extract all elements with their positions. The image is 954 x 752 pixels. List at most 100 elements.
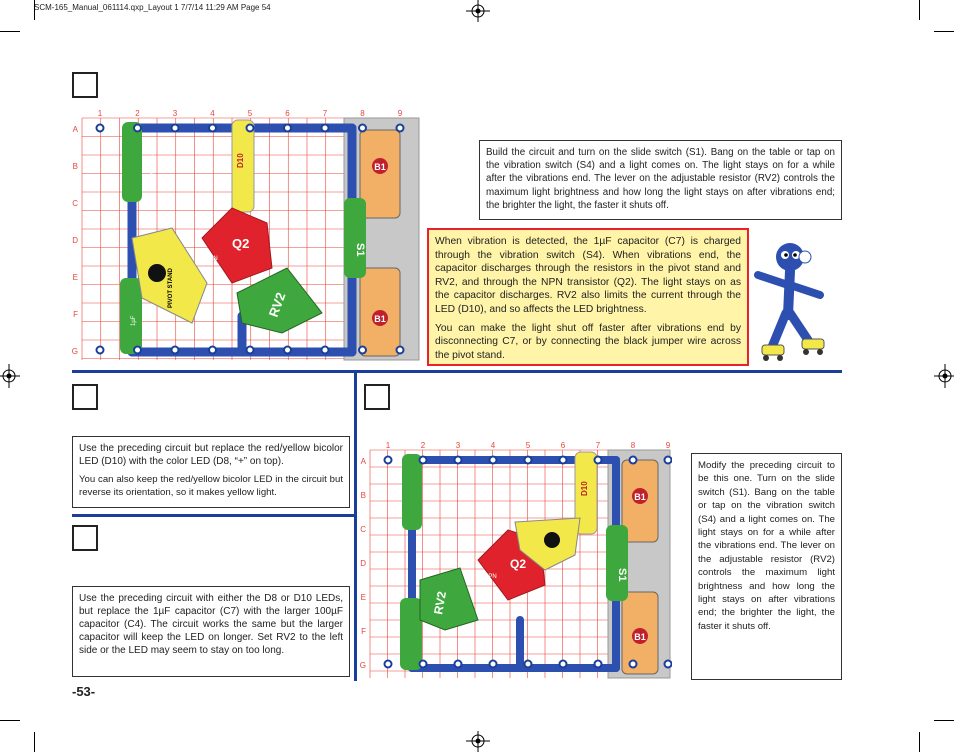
grid-row-label: A	[73, 125, 79, 134]
right-project-text: Modify the preceding circuit to be this …	[691, 453, 842, 680]
explanation-note: When vibration is detected, the 1µF capa…	[427, 228, 749, 366]
snap-point	[488, 455, 498, 465]
project-number-box	[72, 72, 98, 98]
section-divider	[72, 514, 354, 517]
snap-points	[95, 123, 405, 355]
snap-point	[663, 659, 672, 669]
snap-point	[418, 659, 428, 669]
snap-point	[133, 123, 142, 133]
grid-column-label: 3	[456, 441, 461, 450]
snap-point	[453, 659, 463, 669]
resistor-rv2	[419, 567, 479, 631]
battery-label: B1	[634, 492, 646, 502]
crop-mark	[34, 0, 35, 20]
snap-point	[523, 455, 533, 465]
snap-point	[395, 345, 405, 355]
grid-row-label: C	[360, 525, 366, 534]
snap-point	[245, 123, 255, 133]
grid-column-label: 1	[386, 441, 391, 450]
snap-point	[245, 345, 255, 355]
crop-mark	[0, 720, 20, 721]
battery-label: B1	[634, 632, 646, 642]
vibration-switch	[122, 122, 142, 202]
grid-row-label: A	[361, 457, 367, 466]
resistor-rv2	[236, 267, 323, 334]
snap-point	[283, 123, 292, 133]
mascot-illustration	[754, 243, 825, 361]
grid-row-label: B	[361, 491, 366, 500]
grid-row-label: E	[73, 273, 78, 282]
capacitor-c7	[120, 278, 142, 354]
battery-b1	[632, 488, 648, 504]
crop-mark	[0, 31, 20, 32]
snap-point	[628, 659, 638, 669]
grid-column-label: 4	[210, 109, 215, 118]
registration-mark	[466, 0, 490, 22]
page-number: -53-	[72, 684, 96, 699]
snap-point	[283, 345, 292, 355]
grid-row-label: C	[72, 199, 78, 208]
battery-b1	[632, 628, 648, 644]
project-number-box	[364, 384, 390, 410]
registration-mark	[0, 364, 20, 388]
grid-column-label: 6	[561, 441, 566, 450]
grid-column-label: 5	[248, 109, 253, 118]
snap-point	[593, 659, 603, 669]
pivot-label: PIVOT STAND	[168, 267, 174, 308]
slide-switch-label: S1	[354, 243, 366, 256]
snap-point	[383, 455, 393, 465]
battery-label: B1	[374, 162, 386, 172]
project-a-text: Use the preceding circuit but replace th…	[72, 436, 350, 508]
grid-column-label: 8	[360, 109, 365, 118]
snap-point	[488, 659, 498, 669]
transistor-type: NPN	[484, 574, 497, 580]
crop-mark	[34, 732, 35, 752]
registration-mark	[934, 364, 954, 388]
file-header: SCM-165_Manual_061114.qxp_Layout 1 7/7/1…	[34, 3, 271, 12]
snap-point	[558, 659, 568, 669]
transistor-q2	[201, 207, 273, 284]
crop-mark	[919, 0, 920, 20]
vibration-switch	[402, 454, 422, 530]
snap-point	[383, 659, 393, 669]
grid-column-label: 9	[666, 441, 671, 450]
pivot-point	[544, 532, 560, 548]
grid-row-label: F	[361, 627, 366, 636]
crop-mark	[919, 732, 920, 752]
grid-row-label: G	[360, 661, 366, 670]
led-d10	[231, 119, 255, 213]
resistor-label: RV2	[431, 590, 449, 616]
grid-column-label: 1	[98, 109, 103, 118]
led-label: D10	[236, 153, 245, 168]
grid-column-label: 7	[596, 441, 601, 450]
transistor-label: Q2	[232, 236, 249, 251]
slide-switch-label: S1	[616, 568, 628, 581]
crop-mark	[934, 720, 954, 721]
snap-points	[383, 455, 672, 669]
led-label: D10	[580, 481, 589, 496]
transistor-label: Q2	[510, 557, 526, 571]
snap-point	[208, 345, 217, 355]
snap-point	[453, 455, 463, 465]
snap-point	[523, 659, 533, 669]
snap-point	[663, 455, 672, 465]
snap-point	[558, 455, 568, 465]
project-b-text: Use the preceding circuit with either th…	[72, 586, 350, 677]
grid-row-label: B	[73, 162, 78, 171]
battery-label: B1	[374, 314, 386, 324]
pivot-stand	[131, 227, 208, 324]
grid-column-label: 4	[491, 441, 496, 450]
section-divider	[354, 373, 357, 681]
snap-point	[170, 123, 180, 133]
snap-point	[395, 123, 405, 133]
snap-point	[358, 123, 367, 133]
snap-point	[208, 123, 217, 133]
transistor-type: NPN	[205, 256, 218, 262]
project-number-box	[72, 384, 98, 410]
slide-switch	[606, 525, 628, 601]
